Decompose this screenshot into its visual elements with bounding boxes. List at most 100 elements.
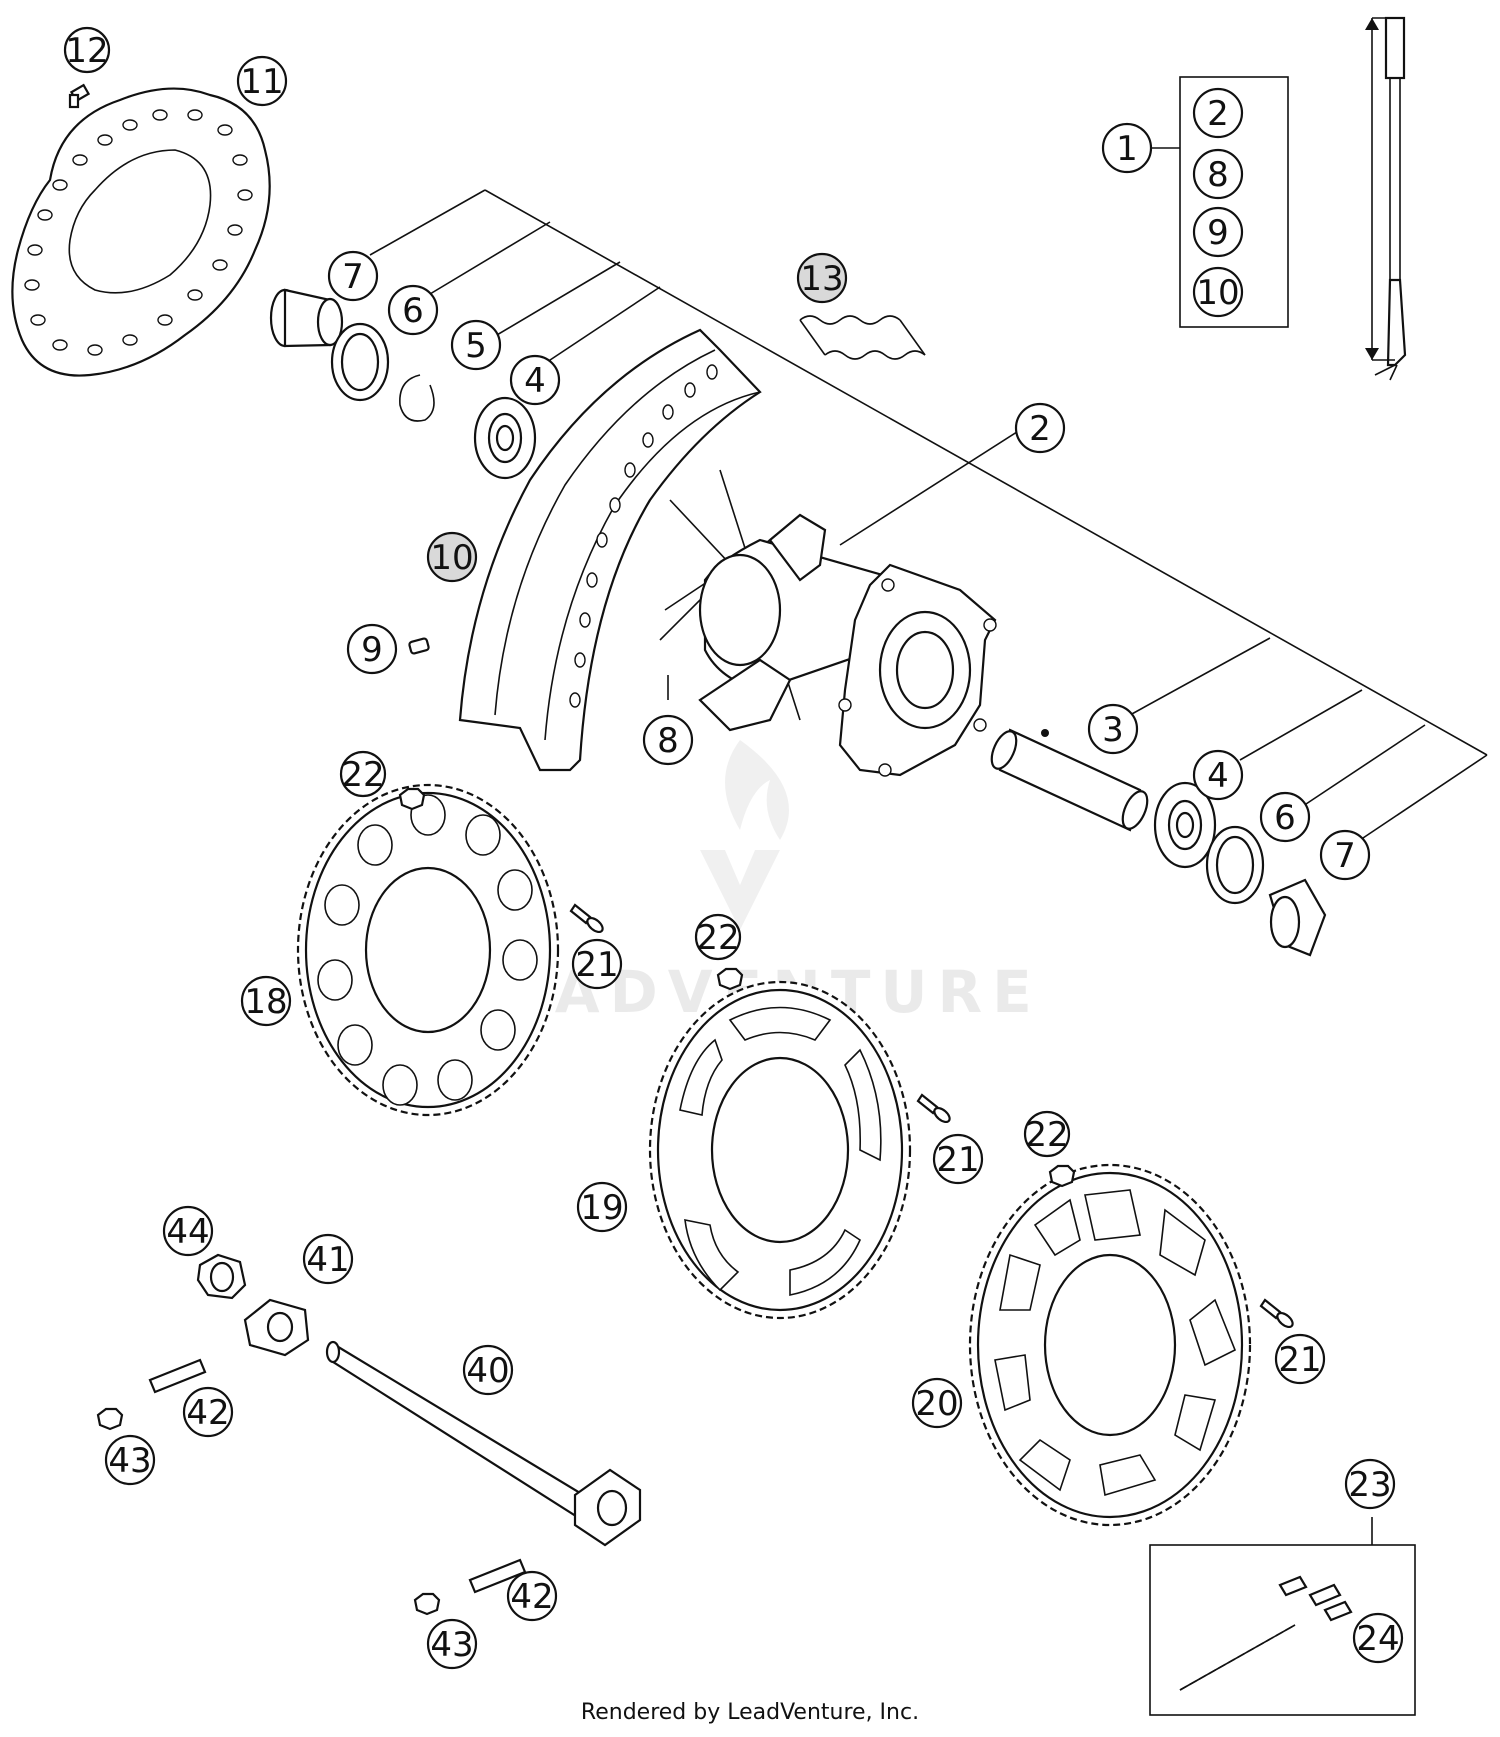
callout-c24: 24 [1352, 1612, 1404, 1664]
callout-circle [796, 252, 848, 304]
callout-number: 22 [341, 755, 384, 795]
sprocket-20 [968, 1163, 1252, 1527]
callout-c1-10: 10 [1192, 266, 1244, 318]
axle [325, 1340, 642, 1547]
callout-c22c: 22 [1023, 1110, 1071, 1158]
callout-c4b: 4 [1192, 749, 1244, 801]
callout-number: 43 [108, 1441, 151, 1481]
callout-number: 21 [936, 1140, 979, 1180]
callout-circle [426, 531, 478, 583]
chain-kit [1149, 1544, 1416, 1716]
callout-number: 21 [1278, 1340, 1321, 1380]
callout-circle [236, 55, 288, 107]
chain-adjuster-left [243, 1298, 310, 1357]
callout-circle [1192, 266, 1244, 318]
bearing-left [473, 396, 537, 480]
callout-circle [1192, 206, 1244, 258]
callout-c6a: 6 [387, 284, 439, 336]
callout-number: 22 [696, 918, 739, 958]
callout-number: 8 [1207, 155, 1229, 195]
callout-number: 19 [580, 1188, 623, 1228]
spacer-right [1268, 878, 1327, 957]
callout-number: 3 [1102, 710, 1124, 750]
axle-nut [196, 1253, 247, 1300]
callout-circle [576, 1181, 628, 1233]
callout-circle [1192, 749, 1244, 801]
rim-tape [799, 315, 926, 360]
callout-number: 21 [575, 945, 618, 985]
callout-number: 20 [915, 1384, 958, 1424]
callout-circle [932, 1133, 984, 1185]
callout-number: 40 [466, 1351, 509, 1391]
callout-c21a: 21 [571, 938, 623, 990]
callout-circle [450, 319, 502, 371]
callout-number: 7 [1334, 836, 1356, 876]
callout-circle [462, 1344, 514, 1396]
callout-c8: 8 [642, 714, 694, 766]
callout-circle [182, 1386, 234, 1438]
callout-c40: 40 [462, 1344, 514, 1396]
leader-lines [369, 147, 1488, 1545]
callout-circle [1192, 148, 1244, 200]
callout-circle [1352, 1612, 1404, 1664]
disc-screw [68, 83, 91, 109]
adjuster-nuts [96, 1407, 441, 1616]
callout-c10: 10 [426, 531, 478, 583]
callout-number: 4 [1207, 756, 1229, 796]
callout-c42b: 42 [506, 1570, 558, 1622]
callout-number: 24 [1356, 1619, 1399, 1659]
callout-c3: 3 [1087, 703, 1139, 755]
callout-circle [571, 938, 623, 990]
callout-c6b: 6 [1259, 791, 1311, 843]
callout-circle [509, 354, 561, 406]
callout-circle [104, 1434, 156, 1486]
callout-number: 12 [65, 31, 108, 71]
callout-c5: 5 [450, 319, 502, 371]
callout-circle [1344, 1458, 1396, 1510]
callout-number: 10 [1196, 273, 1239, 313]
callout-c13: 13 [796, 252, 848, 304]
callout-number: 43 [430, 1625, 473, 1665]
brake-disc [11, 87, 271, 377]
adjuster-spring [148, 1358, 527, 1594]
callout-c22a: 22 [339, 750, 387, 798]
callout-circle [240, 975, 292, 1027]
hub [659, 469, 997, 777]
callout-circle [1087, 703, 1139, 755]
sprocket-19 [648, 980, 912, 1320]
callout-number: 8 [657, 721, 679, 761]
spacer-tube [990, 728, 1149, 832]
callout-circle [911, 1377, 963, 1429]
callout-number: 5 [465, 326, 487, 366]
callout-number: 10 [430, 538, 473, 578]
callout-c21c: 21 [1274, 1333, 1326, 1385]
callout-c43a: 43 [104, 1434, 156, 1486]
callout-number: 22 [1025, 1115, 1068, 1155]
callout-c43b: 43 [426, 1618, 478, 1670]
callout-circle [387, 284, 439, 336]
callout-c2: 2 [1014, 402, 1066, 454]
callout-circle [302, 1233, 354, 1285]
callout-number: 2 [1029, 409, 1051, 449]
sprocket-18 [296, 783, 560, 1117]
callout-number: 44 [166, 1212, 209, 1252]
callout-number: 41 [306, 1240, 349, 1280]
callout-c12: 12 [63, 26, 111, 74]
callout-number: 11 [240, 62, 283, 102]
callout-circle [63, 26, 111, 74]
seal-left [330, 322, 390, 402]
callout-c7b: 7 [1319, 829, 1371, 881]
callout-circle [327, 250, 379, 302]
spacer-left [269, 288, 344, 348]
callout-c19: 19 [576, 1181, 628, 1233]
footer-credit: Rendered by LeadVenture, Inc. [580, 1700, 920, 1725]
callout-number: 6 [402, 291, 424, 331]
callout-circle [1014, 402, 1066, 454]
callout-number: 1 [1116, 129, 1138, 169]
callout-c18: 18 [240, 975, 292, 1027]
spoke [1365, 16, 1407, 381]
callout-c7a: 7 [327, 250, 379, 302]
callout-circle [1101, 122, 1153, 174]
callout-circle [506, 1570, 558, 1622]
callout-number: 7 [342, 257, 364, 297]
